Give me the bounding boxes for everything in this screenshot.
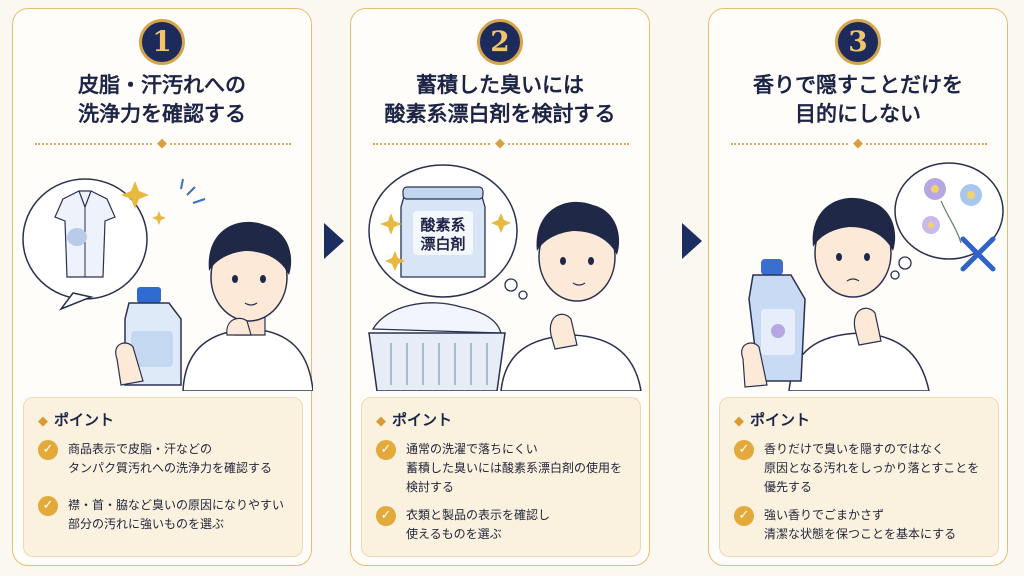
check-icon: ✓	[376, 440, 396, 460]
step-number-badge: 1	[139, 19, 185, 65]
diamond-icon: ◆	[734, 414, 744, 429]
sparkle-icon	[121, 181, 166, 225]
sparkle-icon	[380, 213, 511, 271]
next-arrow-icon	[682, 223, 702, 259]
point-item: ✓ 衣類と製品の表示を確認し 使えるものを選ぶ	[376, 506, 632, 544]
diamond-icon: ◆	[492, 136, 508, 152]
step-number-badge: 3	[835, 19, 881, 65]
step-card-2: 2 蓄積した臭いには 酸素系漂白剤を検討する ◆	[350, 8, 650, 566]
point-item: ✓ 商品表示で皮脂・汗などの タンパク質汚れへの洗浄力を確認する	[38, 440, 294, 478]
points-heading: ◆ポイント	[376, 411, 453, 429]
cross-mark-icon	[960, 236, 996, 272]
flower-scent-thought-bubble	[890, 162, 1004, 280]
points-panel: ◆ポイント ✓ 商品表示で皮脂・汗などの タンパク質汚れへの洗浄力を確認する ✓…	[23, 397, 303, 557]
diamond-icon: ◆	[154, 136, 170, 152]
man-with-fabric-softener-illustration	[741, 162, 1004, 391]
fabric-softener-bottle-icon	[748, 259, 806, 382]
step-title: 皮脂・汗汚れへの 洗浄力を確認する	[78, 73, 246, 126]
point-item: ✓ 強い香りでごまかさず 清潔な状態を保つことを基本にする	[734, 506, 990, 544]
diamond-icon: ◆	[38, 414, 48, 429]
check-icon: ✓	[734, 440, 754, 460]
check-icon: ✓	[38, 496, 58, 516]
step-title: 蓄積した臭いには 酸素系漂白剤を検討する	[384, 73, 616, 126]
bleach-container-label: 酸素系 漂白剤	[420, 216, 466, 253]
bleach-and-laundry-illustration	[368, 164, 642, 391]
laundry-basket-icon	[368, 302, 506, 391]
point-item: ✓ 通常の洗濯で落ちにくい 蓄積した臭いには酸素系漂白剤の使用を 検討する	[376, 440, 632, 497]
diamond-icon: ◆	[850, 136, 866, 152]
point-item: ✓ 香りだけで臭いを隠すのではなく 原因となる汚れをしっかり落とすことを 優先す…	[734, 440, 990, 497]
shirt-thought-bubble	[22, 178, 148, 311]
points-heading: ◆ポイント	[38, 411, 115, 429]
detergent-bottle-icon	[124, 287, 182, 386]
step-number-badge: 2	[477, 19, 523, 65]
points-panel: ◆ポイント ✓ 通常の洗濯で落ちにくい 蓄積した臭いには酸素系漂白剤の使用を 検…	[361, 397, 641, 557]
step-card-1: 1 皮脂・汗汚れへの 洗浄力を確認する ◆	[12, 8, 313, 566]
diamond-icon: ◆	[376, 414, 386, 429]
step-title: 香りで隠すことだけを 目的にしない	[753, 73, 963, 126]
points-panel: ◆ポイント ✓ 香りだけで臭いを隠すのではなく 原因となる汚れをしっかり落とすこ…	[719, 397, 999, 557]
check-icon: ✓	[38, 440, 58, 460]
check-icon: ✓	[734, 506, 754, 526]
check-icon: ✓	[376, 506, 396, 526]
flower-icon	[922, 178, 982, 244]
next-arrow-icon	[324, 223, 344, 259]
step-card-3: 3 香りで隠すことだけを 目的にしない ◆	[708, 8, 1008, 566]
points-heading: ◆ポイント	[734, 411, 811, 429]
bleach-thought-bubble	[368, 164, 528, 300]
notice-lines-icon	[180, 178, 206, 204]
man-checking-detergent-illustration	[22, 178, 313, 391]
point-item: ✓ 襟・首・脇など臭いの原因になりやすい 部分の汚れに強いものを選ぶ	[38, 496, 294, 534]
